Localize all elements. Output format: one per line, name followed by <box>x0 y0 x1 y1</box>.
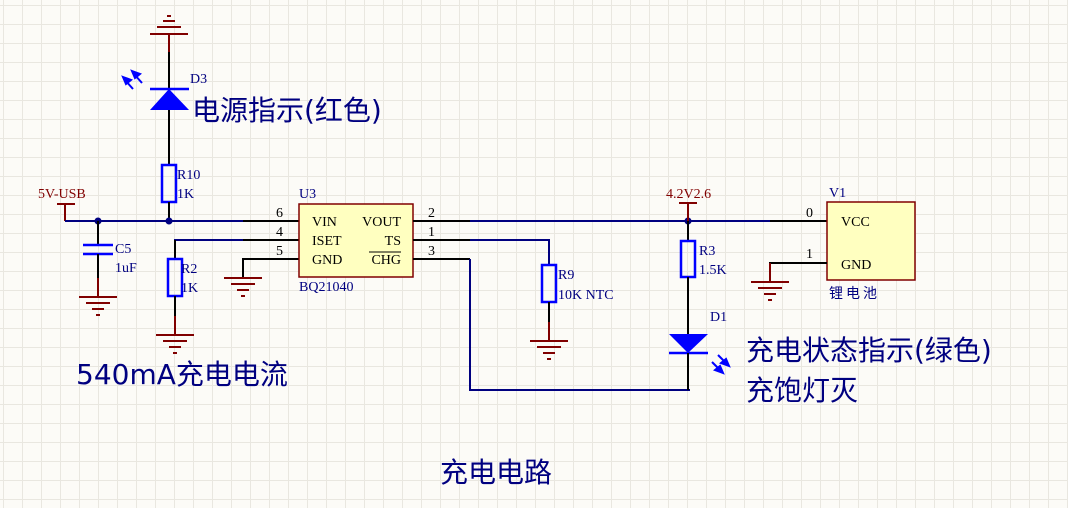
light-emission-icon <box>121 69 143 90</box>
ground-symbol <box>78 296 118 316</box>
c5-ref: C5 <box>115 242 131 257</box>
u3-pin-name: CHG <box>371 253 401 268</box>
c5-value: 1uF <box>115 261 137 276</box>
u3-pin-name: GND <box>312 253 342 268</box>
charge-led-annotation-line2: 充饱灯灭 <box>746 374 858 407</box>
battery-v1-body[interactable] <box>826 201 916 281</box>
u3-pin-number: 6 <box>276 206 283 221</box>
ground-symbol <box>750 281 790 301</box>
r2-ref: R2 <box>181 262 197 277</box>
battery-label: 锂电池 <box>829 286 880 302</box>
r9-ref: R9 <box>558 268 574 283</box>
r10-ref: R10 <box>177 168 200 183</box>
net-label-5v-usb: 5V-USB <box>38 187 86 202</box>
led-d3[interactable] <box>121 69 189 110</box>
capacitor-c5[interactable] <box>83 243 113 256</box>
charge-current-annotation: 540mA充电电流 <box>76 358 288 391</box>
r3-value: 1.5K <box>699 263 727 278</box>
ground-symbol <box>155 334 195 354</box>
net-chg-wire <box>469 259 690 391</box>
r3-ref: R3 <box>699 244 715 259</box>
u3-pin-number: 1 <box>428 225 435 240</box>
u3-part: BQ21040 <box>299 280 353 295</box>
v1-pin-name: GND <box>841 258 871 273</box>
r10-value: 1K <box>177 187 194 202</box>
ground-symbol <box>223 277 263 297</box>
u3-pin-name: VOUT <box>362 215 401 230</box>
u3-pin-number: 4 <box>276 225 283 240</box>
charge-led-annotation-line1: 充电状态指示(绿色) <box>746 334 992 367</box>
u3-pin-number: 3 <box>428 244 435 259</box>
r9-value: 10K NTC <box>558 288 614 303</box>
ground-symbol <box>529 340 569 360</box>
resistor-r2[interactable] <box>166 257 184 298</box>
junction <box>165 217 173 225</box>
resistor-r9[interactable] <box>540 263 558 304</box>
led-d1[interactable] <box>669 334 731 375</box>
u3-ref: U3 <box>299 187 316 202</box>
resistor-r3[interactable] <box>679 239 697 279</box>
power-port-5v-usb <box>57 203 75 221</box>
d3-ref: D3 <box>190 72 207 87</box>
net-ts-wire <box>470 239 550 265</box>
power-led-annotation: 电源指示(红色) <box>192 94 382 127</box>
v1-pin-number: 1 <box>806 247 813 262</box>
r2-value: 1K <box>181 281 198 296</box>
ic-u3-body[interactable] <box>298 203 414 278</box>
light-emission-icon <box>711 354 731 375</box>
u3-pin-number: 5 <box>276 244 283 259</box>
v1-pin-name: VCC <box>841 215 870 230</box>
resistor-r10[interactable] <box>160 163 178 204</box>
v1-ref: V1 <box>829 186 846 201</box>
power-port-vbat <box>679 202 697 221</box>
u3-pin-name: VIN <box>312 215 337 230</box>
v1-pin-number: 0 <box>806 206 813 221</box>
net-label-vbat: 4.2V2.6 <box>666 187 711 202</box>
u3-pin-name: ISET <box>312 234 342 249</box>
sheet-title: 充电电路 <box>440 456 552 489</box>
d1-ref: D1 <box>710 310 727 325</box>
ground-symbol-top <box>150 15 188 52</box>
u3-pin-name: TS <box>385 234 401 249</box>
u3-pin-number: 2 <box>428 206 435 221</box>
